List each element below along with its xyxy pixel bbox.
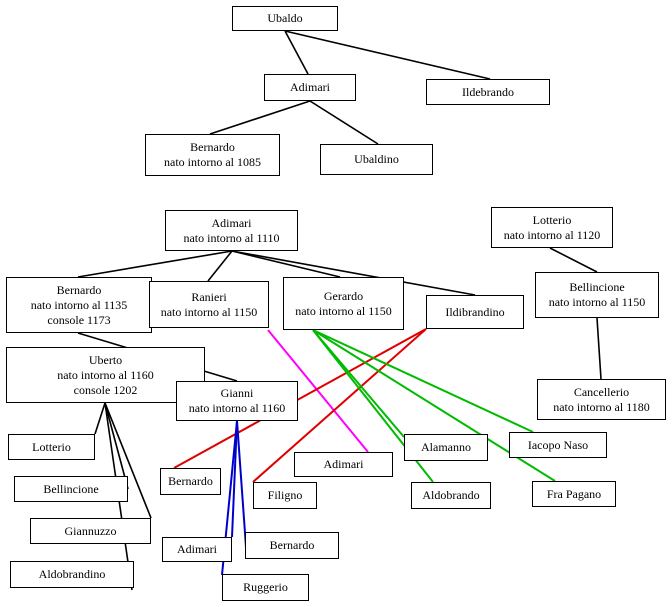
node-label-line: Ubaldo — [267, 11, 303, 25]
node-label-line: Lotterio — [532, 212, 572, 227]
node-ubaldo: Ubaldo — [232, 6, 338, 31]
edge-adimari-1110-to-bernardo-1135 — [77, 250, 233, 278]
node-label-line: Bernardo — [190, 140, 235, 154]
node-lotterio: Lotterio — [8, 434, 95, 460]
node-label-line: nato intorno al 1150 — [160, 304, 258, 319]
node-label-line: Cancellerio — [573, 384, 630, 399]
node-bernardo-blue: Bernardo — [245, 532, 339, 559]
node-label-line: nato intorno al 1085 — [164, 155, 261, 169]
edge-adimari-1110-to-ranieri-1150 — [207, 250, 233, 282]
edge-ildibrandino-to-filigno — [252, 328, 427, 483]
node-label-line: Fra Pagano — [546, 486, 602, 501]
node-aldobrandino: Aldobrandino — [10, 561, 134, 588]
node-label-line: Ruggerio — [243, 580, 288, 594]
node-ildibrandino: Ildibrandino — [426, 295, 524, 329]
node-label-line: console 1173 — [47, 312, 111, 327]
edge-extra-segment — [104, 402, 152, 519]
node-label-line: nato intorno al 1120 — [503, 227, 601, 242]
node-label-line: Adimari — [323, 457, 364, 471]
edge-uberto-1160-to-lotterio — [94, 402, 106, 435]
node-label-line: Bernardo — [56, 282, 102, 297]
node-label-line: Adimari — [211, 215, 252, 230]
node-label-line: Giannuzzo — [64, 523, 117, 538]
node-adimari-magenta: Adimari — [294, 452, 393, 477]
node-label-line: nato intorno al 1160 — [57, 367, 154, 382]
node-label-line: Bellincione — [43, 481, 99, 496]
edge-bellincione-1150-to-cancellerio-1180 — [596, 317, 602, 380]
edge-adimari-1110-to-ildibrandino — [231, 250, 476, 296]
node-label-line: Uberto — [88, 352, 123, 367]
node-label-line: Ildebrando — [462, 84, 514, 99]
node-ildebrando: Ildebrando — [426, 79, 550, 105]
node-giannuzzo: Giannuzzo — [30, 518, 151, 544]
node-label-line: console 1202 — [73, 382, 138, 397]
node-filigno: Filigno — [253, 482, 317, 509]
node-label-line: Iacopo Naso — [527, 437, 589, 452]
node-label-line: Ildibrandino — [445, 304, 505, 319]
node-label-line: nato intorno al 1135 — [30, 297, 128, 312]
node-label-line: Aldobrandino — [38, 567, 106, 581]
node-iacopo-naso: Iacopo Naso — [509, 432, 607, 458]
node-label-line: Filigno — [267, 488, 303, 502]
node-aldobrando: Aldobrando — [411, 482, 491, 509]
node-adimari-top: Adimari — [264, 74, 356, 101]
node-label-line: Adimari — [177, 542, 217, 556]
node-label-line: nato intorno al 1180 — [553, 399, 650, 414]
node-label-line: Bernardo — [168, 474, 213, 488]
node-label-line: Gianni — [220, 386, 254, 400]
node-ubaldino: Ubaldino — [320, 144, 433, 175]
edge-ranieri-1150-to-adimari-magenta — [267, 329, 369, 453]
node-label-line: nato intorno al 1160 — [188, 401, 286, 415]
edge-gerardo-1150-to-iacopo-naso — [312, 329, 534, 433]
node-label-line: nato intorno al 1150 — [295, 303, 392, 318]
edge-adimari-1110-to-gerardo-1150 — [231, 250, 341, 278]
node-bernardo-red: Bernardo — [160, 468, 221, 495]
node-ruggerio: Ruggerio — [222, 574, 309, 601]
node-label-line: Alamanno — [421, 440, 471, 454]
node-label-line: Lotterio — [32, 439, 71, 454]
edge-ildibrandino-to-bernardo-red — [173, 328, 427, 469]
node-label-line: Aldobrando — [422, 488, 480, 502]
node-label-line: nato intorno al 1150 — [548, 295, 646, 309]
node-label-line: nato intorno al 1110 — [183, 230, 280, 245]
edge-gianni-1160-to-bernardo-blue — [236, 420, 247, 548]
node-fra-pagano: Fra Pagano — [532, 481, 616, 507]
node-label-line: Bellincione — [569, 280, 625, 294]
node-label-line: Adimari — [290, 80, 330, 94]
edge-ubaldo-to-adimari-top — [284, 30, 309, 75]
node-label-line: Ubaldino — [354, 152, 399, 166]
edge-ubaldo-to-ildebrando — [284, 30, 491, 80]
edge-adimari-top-to-ubaldino — [309, 100, 379, 145]
edge-gianni-1160-to-adimari-blue — [231, 420, 238, 538]
node-label-line: Gerardo — [323, 288, 364, 303]
node-alamanno: Alamanno — [404, 434, 488, 461]
edge-adimari-top-to-bernardo-1085 — [209, 100, 311, 135]
edge-extra-segment — [104, 402, 129, 490]
node-adimari-blue: Adimari — [162, 537, 232, 562]
node-label-line: Bernardo — [269, 538, 315, 552]
node-bellincione: Bellincione — [14, 476, 128, 502]
node-label-line: Ranieri — [191, 289, 227, 304]
edge-lotterio-1120-to-bellincione-1150 — [549, 247, 598, 273]
